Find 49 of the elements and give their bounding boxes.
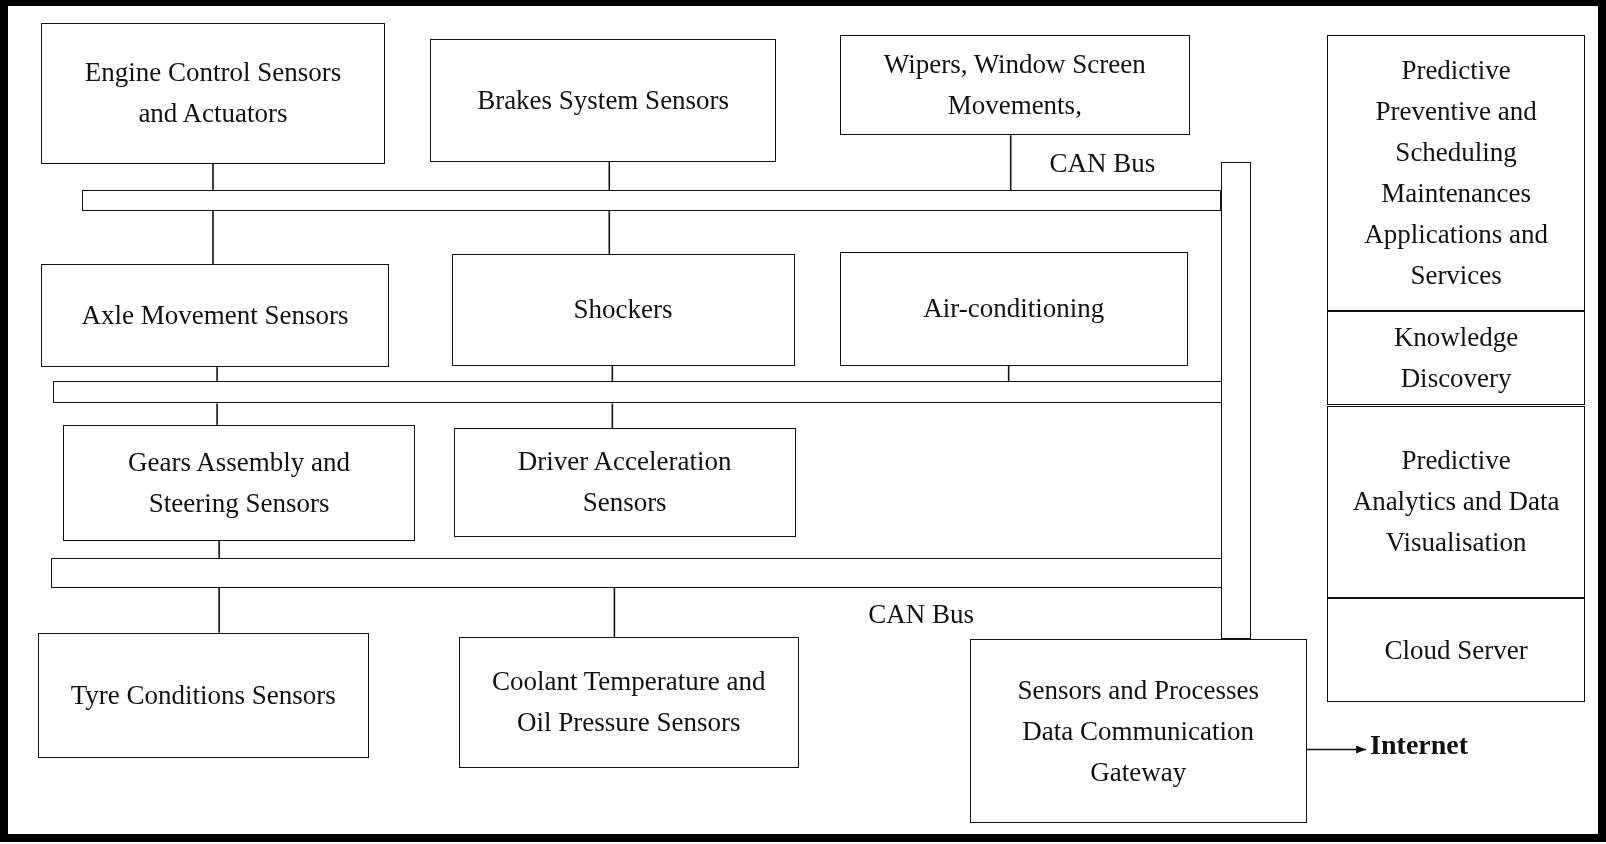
component-box: [969, 638, 1307, 824]
component-box: [1327, 405, 1586, 598]
component-box: [839, 251, 1188, 366]
box-label: Shockers: [573, 293, 673, 327]
bus-label: CAN Bus: [1049, 148, 1156, 180]
connector-line: [611, 402, 614, 429]
network-label: Internet: [1370, 729, 1469, 762]
connector-line: [1009, 134, 1012, 192]
box-label: Axle Movement Sensors: [81, 298, 349, 332]
component-box: [430, 38, 777, 162]
box-label: Engine Control Sensors and Actuators: [83, 56, 343, 131]
bus-bar: [51, 558, 1222, 588]
box-label: Cloud Server: [1384, 633, 1528, 667]
component-box: [40, 264, 390, 367]
connector-line: [608, 161, 611, 192]
component-box: [453, 428, 796, 537]
component-box: [451, 253, 795, 366]
box-label: Predictive Preventive and Scheduling Maintenances Applications and Services: [1363, 54, 1549, 293]
box-label: Tyre Conditions Sensors: [70, 678, 336, 712]
component-box: [40, 22, 385, 164]
component-box: [458, 636, 799, 768]
connector-line: [216, 365, 218, 382]
component-box: [1327, 598, 1586, 703]
component-box: [839, 34, 1190, 136]
arrow: [1305, 745, 1367, 754]
component-box: [37, 632, 369, 758]
connector-line: [218, 539, 220, 559]
box-label: Predictive Analytics and Data Visualisation: [1351, 444, 1561, 560]
component-box: [1327, 311, 1586, 406]
box-label: Sensors and Processes Data Communication Gateway: [1016, 673, 1260, 789]
component-box: [1327, 34, 1586, 312]
box-label: Wipers, Window Screen Movements,: [882, 48, 1147, 122]
connector-line: [212, 163, 214, 192]
box-label: Gears Assembly and Steering Sensors: [127, 445, 352, 520]
connector-line: [218, 587, 220, 634]
bus-bar: [53, 380, 1222, 404]
connector-line: [613, 587, 616, 638]
connector-line: [216, 402, 218, 426]
connector-line: [608, 210, 611, 255]
box-label: Air-conditioning: [923, 292, 1105, 326]
component-box: [63, 424, 415, 541]
box-label: Driver Acceleration Sensors: [516, 445, 733, 520]
bus-bar: [1220, 161, 1252, 639]
box-label: Coolant Temperature and Oil Pressure Sensors: [490, 665, 767, 740]
bus-bar: [81, 190, 1221, 211]
bus-label: CAN Bus: [868, 599, 975, 631]
connector-line: [212, 210, 214, 265]
box-label: Knowledge Discovery: [1392, 321, 1520, 396]
box-label: Brakes System Sensors: [477, 83, 730, 117]
